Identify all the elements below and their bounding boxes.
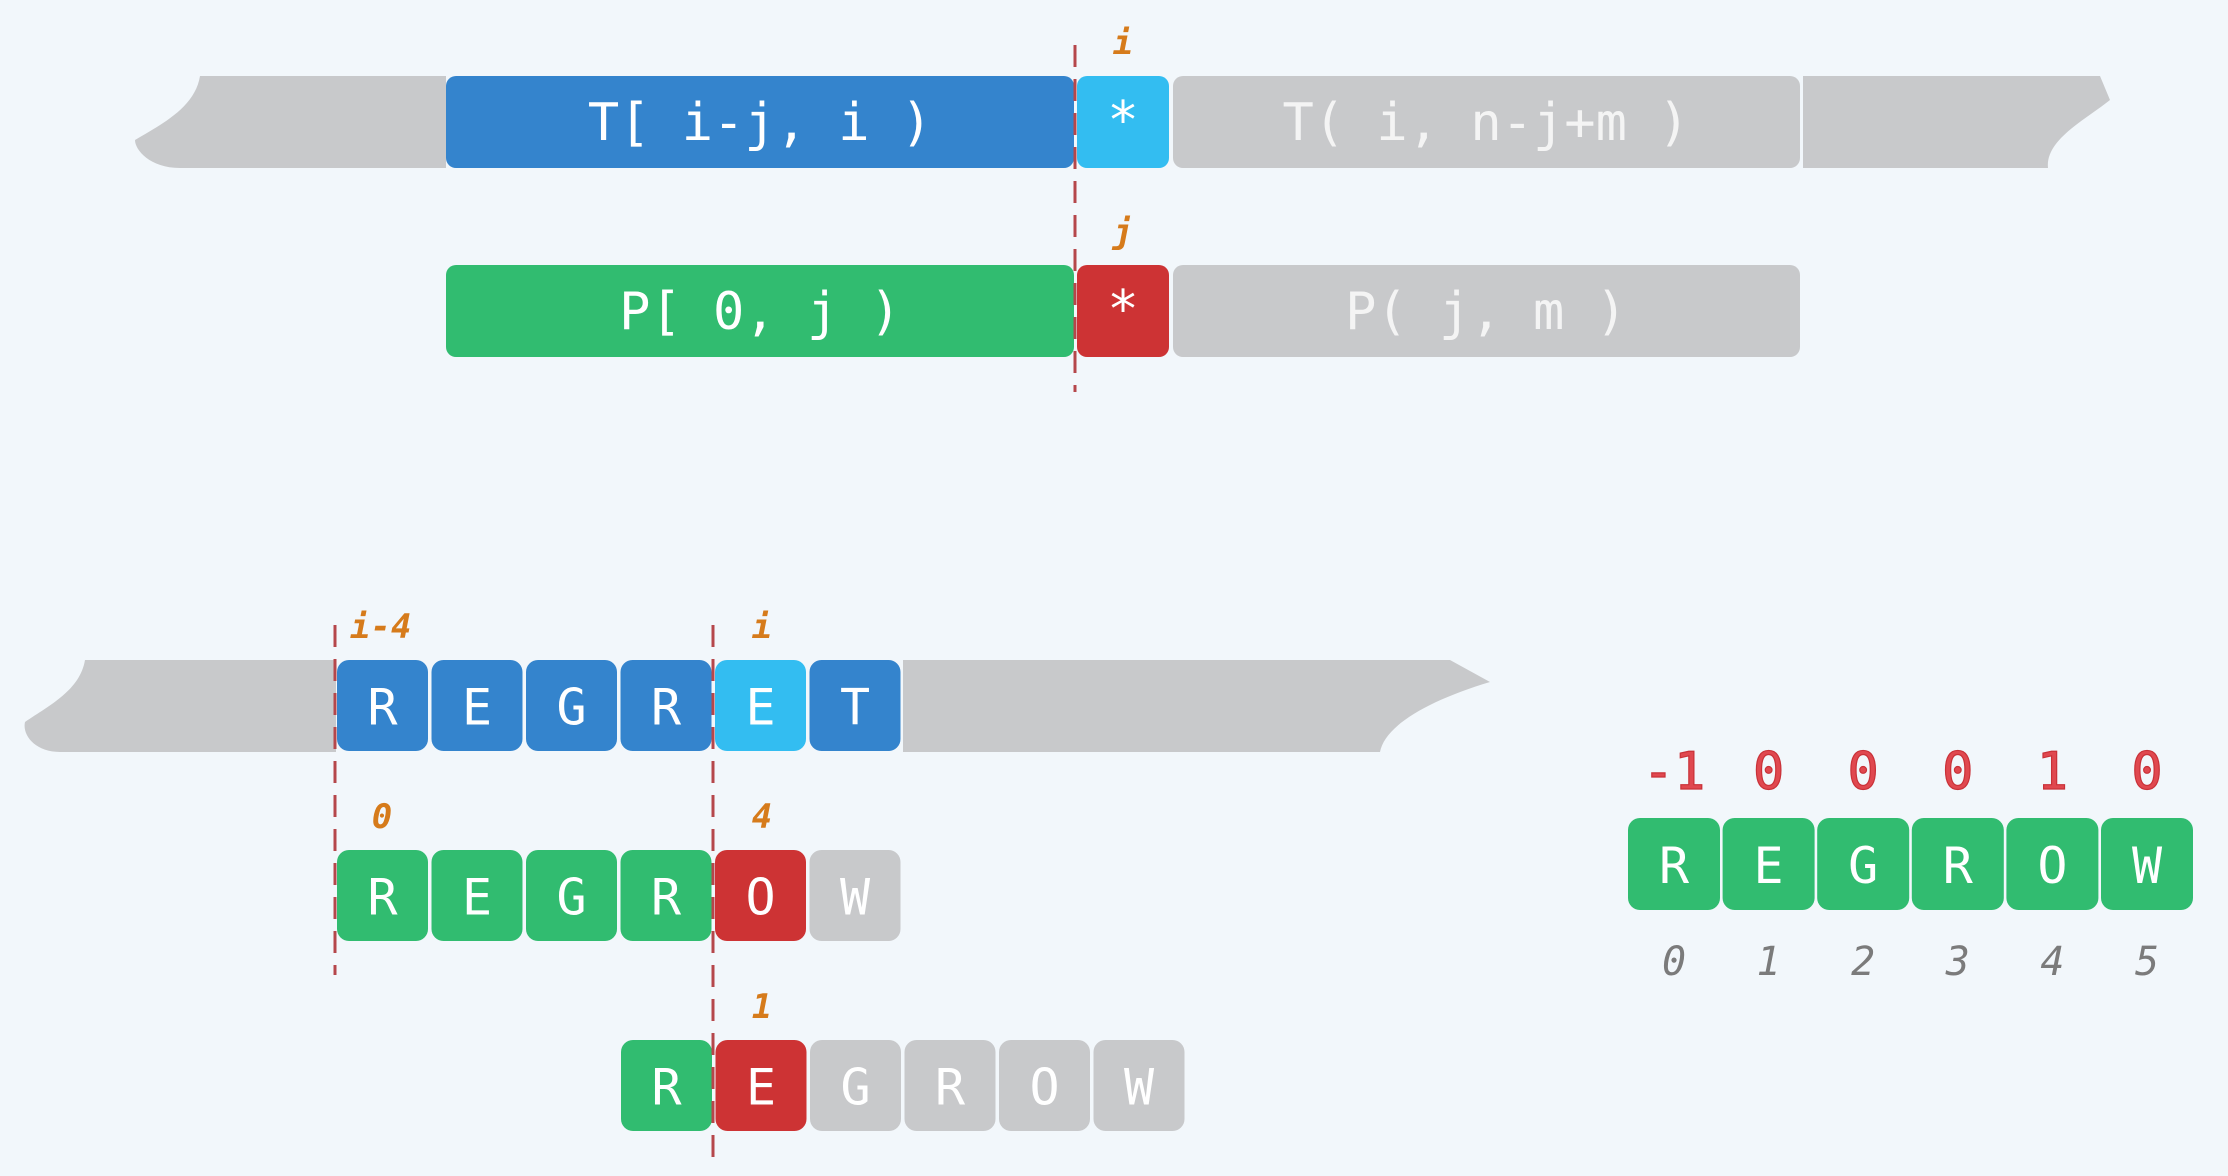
char-cell-label: E	[462, 679, 492, 737]
example-marker-i: i	[752, 607, 772, 647]
char-cell	[809, 850, 901, 941]
general-text-row: T[ i-j, i ) * T( i, n-j+m ) i	[135, 23, 2110, 168]
char-cell-label: O	[745, 869, 775, 927]
example-pattern-row-2: R E G R O W 1	[621, 987, 1185, 1131]
next-char-label: R	[1659, 837, 1690, 895]
char-cell	[337, 850, 428, 941]
example-text-row: R E G R E T i-4 i	[24, 607, 1490, 752]
char-cell-label: O	[1029, 1059, 1059, 1117]
next-char-cell	[2006, 818, 2099, 910]
next-table: -1 0 0 0 1 0 R E G R O W 0 1 2 3 4 5	[1628, 741, 2193, 985]
char-cell	[620, 660, 712, 751]
next-index-label: 2	[1851, 939, 1875, 985]
char-cell	[526, 850, 617, 941]
char-cell	[526, 660, 617, 751]
example-pattern-row-1: R E G R O W 0 4	[337, 797, 901, 941]
next-char-label: G	[1848, 837, 1878, 895]
char-cell-label: R	[651, 869, 682, 927]
next-char-cell	[1817, 818, 1910, 910]
text-matched-segment	[446, 76, 1074, 168]
char-cell	[809, 660, 901, 751]
pattern-rest-label: P( j, m )	[1345, 282, 1627, 342]
char-cell-label: G	[840, 1059, 870, 1117]
char-cell	[621, 1040, 712, 1131]
next-index-label: 3	[1945, 939, 1970, 985]
char-cell-label: E	[462, 869, 492, 927]
next-index-label: 4	[2040, 939, 2064, 985]
pattern-matched-label: P[ 0, j )	[619, 282, 901, 342]
char-cell	[810, 1040, 901, 1131]
next-char-label: R	[1943, 837, 1974, 895]
char-cell-label: R	[935, 1059, 966, 1117]
char-cell	[715, 1040, 807, 1131]
char-cell-label: W	[840, 869, 871, 927]
char-cell	[715, 850, 806, 941]
char-cell	[1093, 1040, 1185, 1131]
char-cell	[620, 850, 712, 941]
char-cell-label: R	[367, 679, 398, 737]
next-index-label: 5	[2135, 939, 2159, 985]
text-rest-segment	[1173, 76, 1800, 168]
next-value: 1	[2037, 742, 2068, 802]
char-cell-label: R	[651, 679, 682, 737]
next-char-cell	[2101, 818, 2193, 910]
text-matched-label: T[ i-j, i )	[588, 93, 932, 153]
example-marker-i-4: i-4	[350, 607, 411, 647]
char-cell-label: W	[1124, 1059, 1155, 1117]
next-char-label: E	[1754, 837, 1784, 895]
text-right-tail	[1803, 76, 2110, 168]
pattern-current-char: *	[1107, 280, 1138, 340]
pattern-rest-segment	[1173, 265, 1800, 357]
char-cell	[715, 660, 806, 751]
char-cell	[999, 1040, 1090, 1131]
char-cell-label: E	[745, 679, 775, 737]
text-current-char: *	[1107, 91, 1138, 151]
char-cell-label: T	[840, 679, 870, 737]
next-value: 0	[1753, 742, 1784, 802]
next-char-cell	[1911, 818, 2004, 910]
example-marker-0: 0	[372, 797, 392, 837]
next-index-label: 1	[1757, 939, 1781, 985]
next-char-cell	[1722, 818, 1815, 910]
char-cell-label: G	[556, 679, 586, 737]
example-text-right-tail	[903, 660, 1490, 752]
char-cell	[431, 850, 523, 941]
text-rest-label: T( i, n-j+m )	[1283, 93, 1690, 153]
char-cell	[431, 660, 523, 751]
char-cell-label: R	[367, 869, 398, 927]
next-index-label: 0	[1662, 939, 1686, 985]
char-cell	[904, 1040, 996, 1131]
example-marker-4: 4	[752, 797, 772, 837]
text-index-marker-i: i	[1113, 23, 1133, 63]
next-value: 0	[1942, 742, 1973, 802]
char-cell-label: R	[651, 1059, 682, 1117]
next-value: 0	[2131, 742, 2162, 802]
pattern-matched-segment	[446, 265, 1074, 357]
next-value: 0	[1848, 742, 1879, 802]
next-value: -1	[1643, 742, 1706, 802]
text-current-char-cell	[1077, 76, 1169, 168]
pattern-current-char-cell	[1077, 265, 1169, 357]
next-char-label: O	[2037, 837, 2067, 895]
next-char-label: W	[2132, 837, 2163, 895]
char-cell-label: E	[746, 1059, 776, 1117]
example-text-left-tail	[24, 660, 336, 752]
example-marker-1: 1	[752, 987, 772, 1027]
general-pattern-row: P[ 0, j ) * P( j, m ) j	[446, 212, 1800, 357]
next-char-cell	[1628, 818, 1720, 910]
text-left-tail	[135, 76, 446, 168]
char-cell	[337, 660, 428, 751]
char-cell-label: G	[556, 869, 586, 927]
pattern-index-marker-j: j	[1111, 212, 1133, 252]
